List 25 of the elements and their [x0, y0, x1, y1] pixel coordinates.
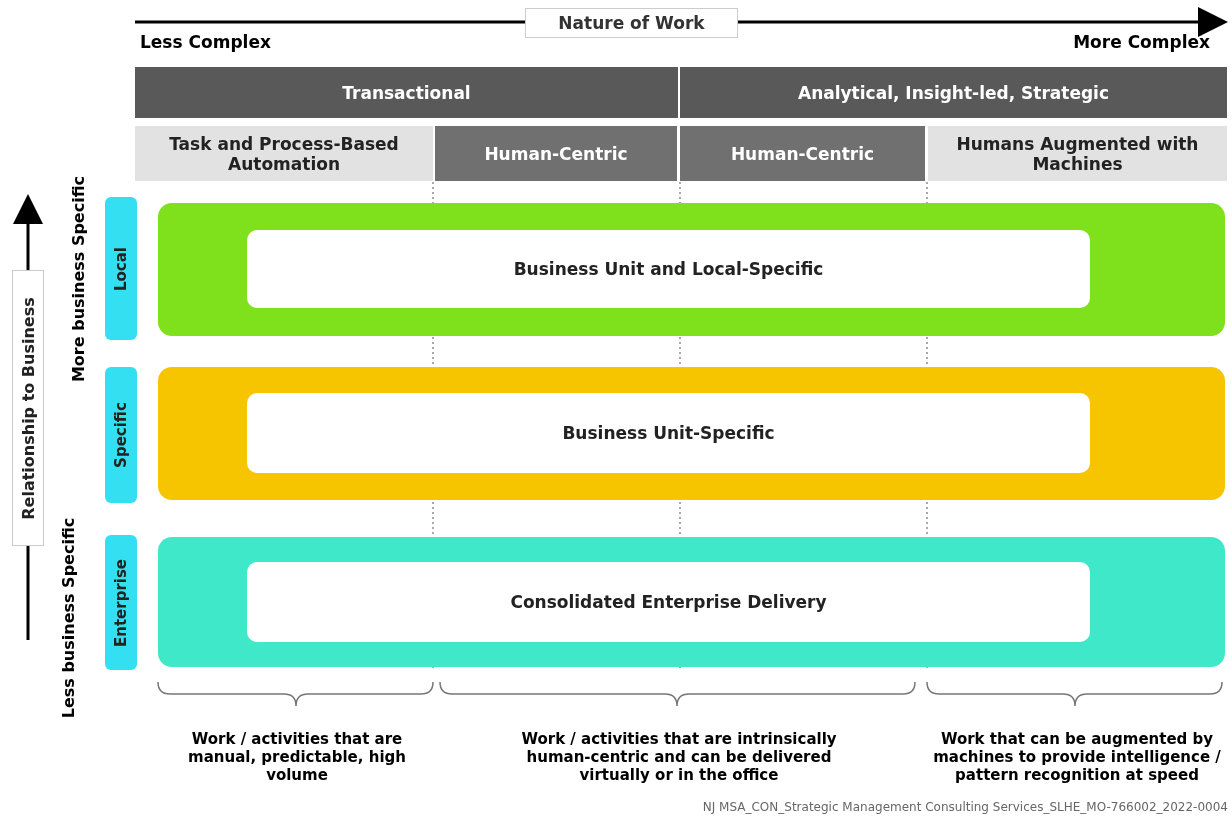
axis-title-box: Nature of Work	[525, 8, 738, 38]
category-tab: Enterprise	[105, 535, 137, 670]
tier-band	[158, 537, 1225, 667]
tier-band	[158, 203, 1225, 336]
tier-band	[158, 367, 1225, 500]
bracket-caption: Work / activities that are manual, predictable, high volume	[187, 730, 407, 784]
header-cell: Humans Augmented with Machines	[928, 126, 1227, 181]
bracket-caption: Work / activities that are intrinsically human-centric and can be delivered virtually or in the office	[520, 730, 838, 784]
header-cell: Analytical, Insight-led, Strategic	[680, 67, 1227, 118]
axis-end-label: Less Complex	[140, 32, 272, 52]
header-cell: Task and Process-Based Automation	[135, 126, 433, 181]
axis-end-label: Less business Specific	[59, 516, 79, 721]
axis-end-label: More Complex	[1072, 32, 1210, 52]
header-cell: Human-Centric	[435, 126, 677, 181]
tier-label-box: Business Unit and Local-Specific	[247, 230, 1090, 308]
tier-label-box: Business Unit-Specific	[247, 393, 1090, 473]
category-tab: Local	[105, 197, 137, 340]
category-tab: Specific	[105, 367, 137, 503]
axis-end-label: More business Specific	[69, 174, 89, 385]
document-reference: NJ MSA_CON_Strategic Management Consulting Services_SLHE_MO-766002_2022-0004	[701, 800, 1228, 814]
tier-label-box: Consolidated Enterprise Delivery	[247, 562, 1090, 642]
bracket-caption: Work that can be augmented by machines to provide intelligence / pattern recognition at speed	[932, 730, 1222, 784]
header-cell: Human-Centric	[680, 126, 925, 181]
axis-title-box: Relationship to Business	[12, 270, 44, 546]
header-cell: Transactional	[135, 67, 678, 118]
